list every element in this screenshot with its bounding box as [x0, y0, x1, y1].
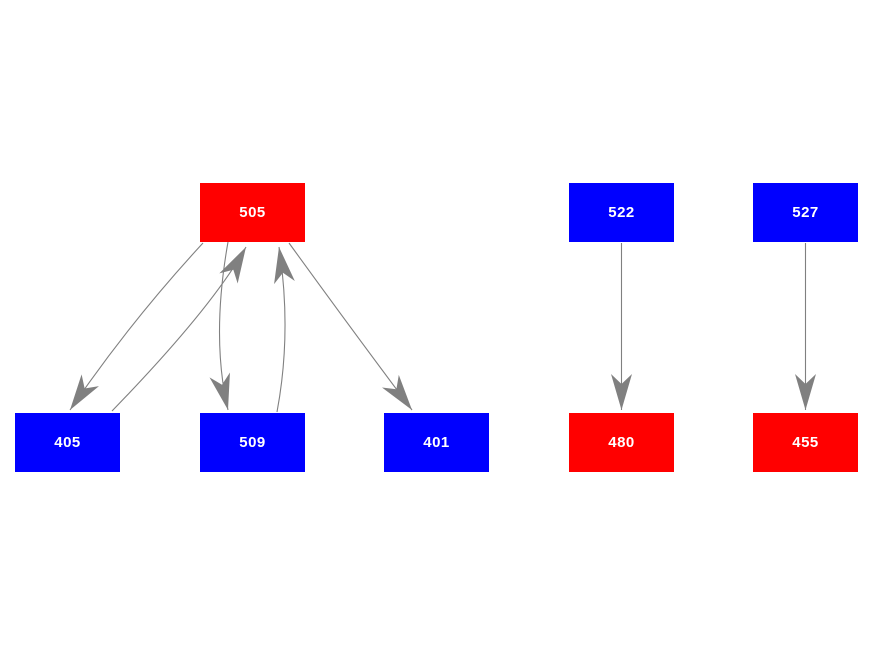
- node-509: 509: [200, 413, 305, 472]
- node-label: 405: [54, 434, 81, 451]
- node-label: 527: [792, 204, 819, 221]
- node-label: 480: [608, 434, 635, 451]
- node-label: 505: [239, 204, 266, 221]
- node-505: 505: [200, 183, 305, 242]
- arrowhead-505-401: [382, 374, 412, 410]
- node-405: 405: [15, 413, 120, 472]
- arrowhead-522-480: [611, 374, 632, 410]
- node-455: 455: [753, 413, 858, 472]
- arrowhead-505-405: [70, 374, 99, 410]
- node-label: 522: [608, 204, 635, 221]
- node-401: 401: [384, 413, 489, 472]
- node-522: 522: [569, 183, 674, 242]
- node-label: 401: [423, 434, 450, 451]
- node-480: 480: [569, 413, 674, 472]
- arrowhead-509-505: [274, 247, 295, 285]
- node-label: 509: [239, 434, 266, 451]
- arrowhead-527-455: [795, 374, 816, 410]
- arrowhead-505-509: [209, 372, 230, 410]
- node-label: 455: [792, 434, 819, 451]
- arrowhead-405-505: [219, 247, 246, 284]
- edge-505-401: [288, 242, 413, 411]
- node-527: 527: [753, 183, 858, 242]
